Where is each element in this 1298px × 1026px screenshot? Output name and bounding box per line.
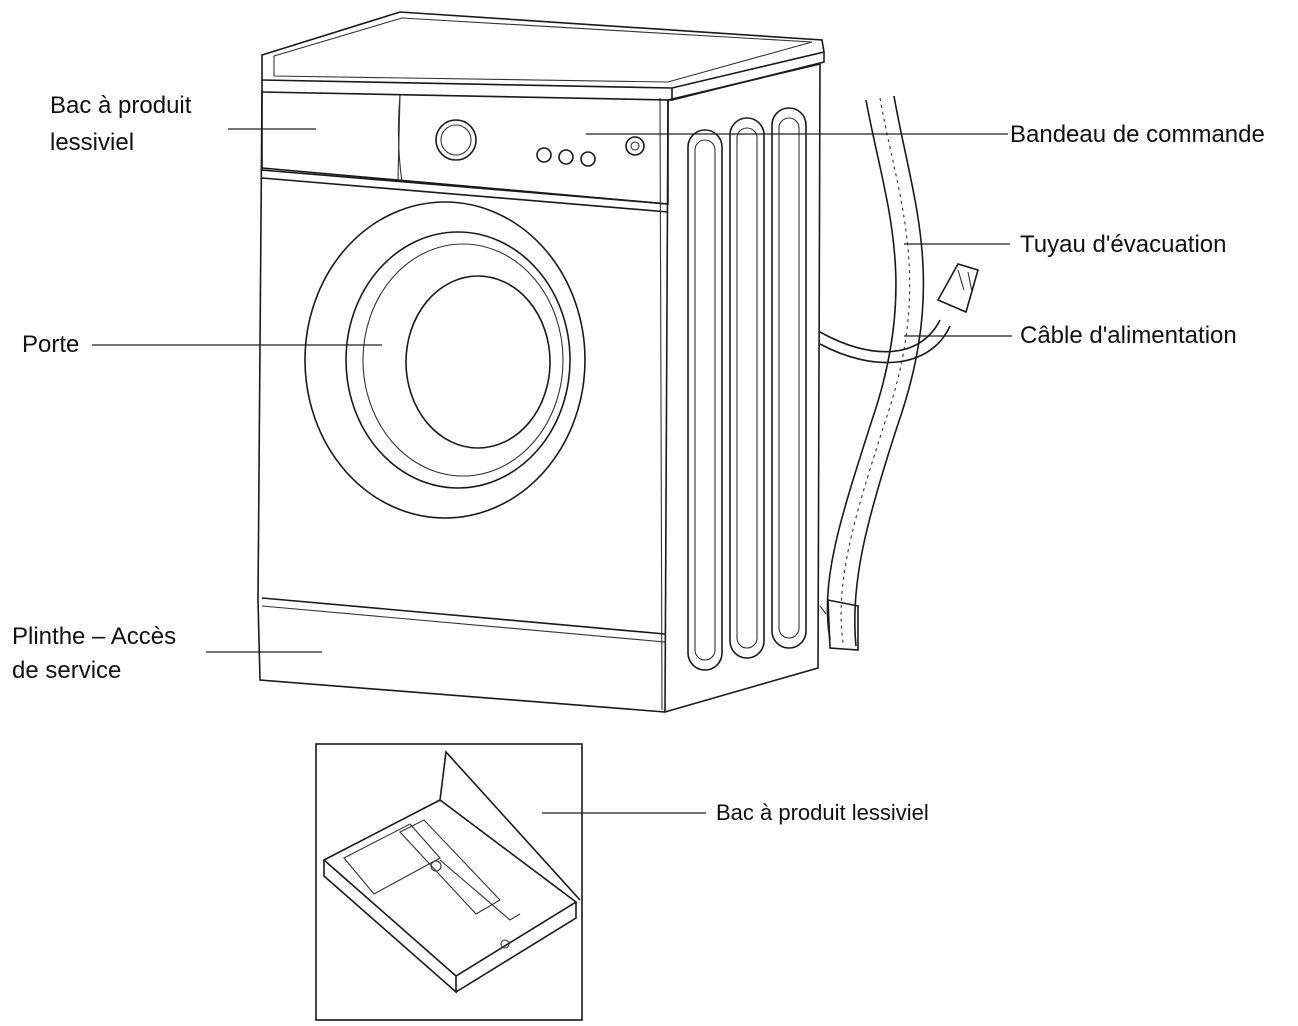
panel-buttons: [536, 136, 645, 167]
label-bac-produit-detail: Bac à produit lessiviel: [716, 800, 929, 825]
label-bac-produit-top-1: Bac à produit: [50, 92, 192, 119]
label-bac-produit-top-2: lessiviel: [50, 129, 135, 156]
program-knob: [435, 119, 477, 161]
leader-lines: [92, 128, 1012, 814]
label-plinthe-1: Plinthe – Accès: [12, 623, 177, 650]
label-cable-alimentation: Câble d'alimentation: [1020, 322, 1237, 349]
door: [304, 201, 586, 519]
side-ribs: [687, 107, 807, 671]
machine-body: [257, 11, 825, 713]
power-cable: [819, 263, 979, 364]
drawer-detail-box: [315, 743, 583, 1021]
label-tuyau-evacuation: Tuyau d'évacuation: [1020, 231, 1227, 258]
label-plinthe-2: de service: [12, 657, 122, 684]
drain-hose: [819, 95, 925, 651]
label-bandeau-commande: Bandeau de commande: [1010, 121, 1265, 148]
label-porte: Porte: [22, 331, 80, 358]
